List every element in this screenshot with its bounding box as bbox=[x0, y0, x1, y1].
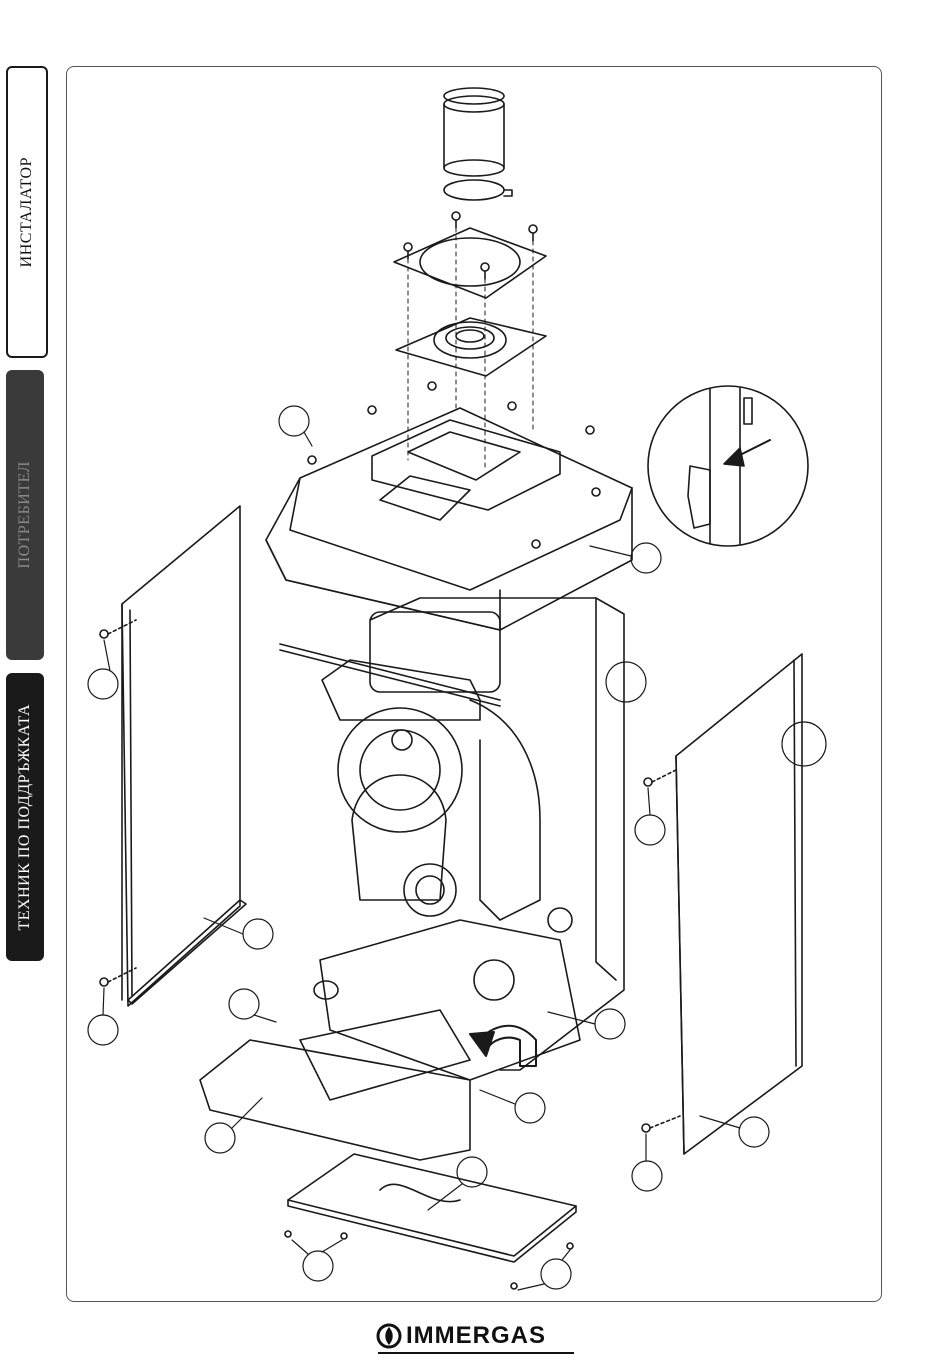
flue-adapter-plate bbox=[396, 318, 546, 376]
right-side-panel bbox=[642, 654, 802, 1154]
immergas-logo-icon bbox=[376, 1323, 402, 1349]
callout-circle-icon bbox=[88, 406, 826, 1290]
brand-name: IMMERGAS bbox=[406, 1322, 546, 1350]
sealed-chamber-cover bbox=[266, 382, 632, 630]
combustion-chamber bbox=[338, 612, 540, 920]
detail-inset bbox=[648, 386, 808, 546]
flue-gasket-plate bbox=[394, 212, 546, 298]
hydraulic-group bbox=[200, 908, 580, 1160]
left-side-panel bbox=[100, 506, 246, 1006]
flue-pipe bbox=[444, 88, 512, 200]
logo-underline bbox=[378, 1352, 574, 1354]
bottom-cover-plate bbox=[285, 1154, 576, 1289]
immergas-logo: IMMERGAS bbox=[376, 1316, 576, 1356]
